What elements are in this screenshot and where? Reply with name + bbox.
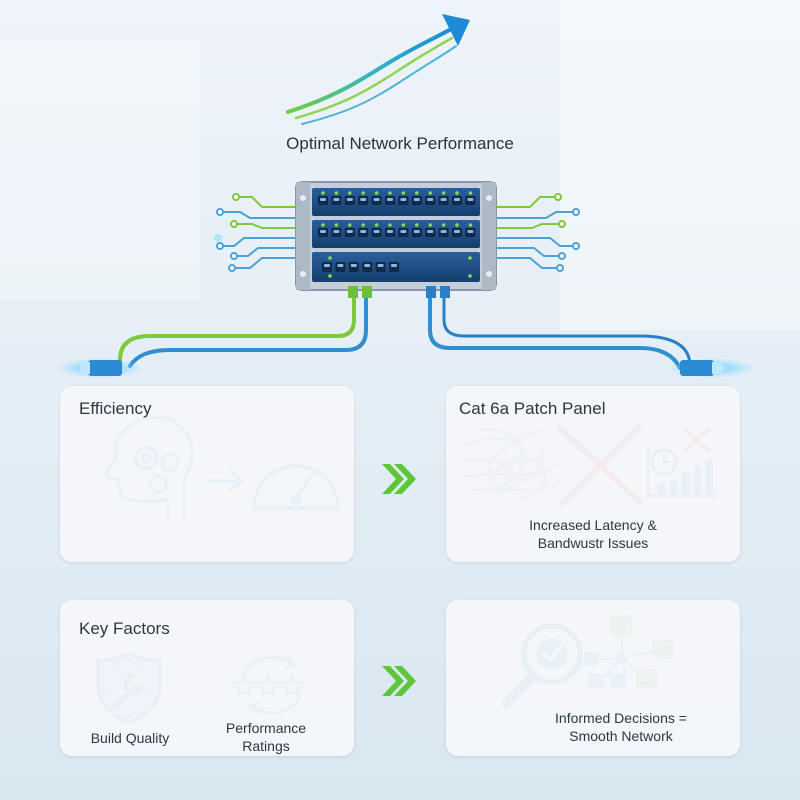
background-panel	[560, 0, 800, 330]
rj45-connector-right-icon	[668, 358, 756, 378]
card-title: Efficiency	[79, 399, 152, 418]
double-chevron-icon	[382, 666, 416, 696]
issue-caption: Increased Latency & Bandwustr Issues	[529, 517, 657, 551]
decisions-caption: Informed Decisions = Smooth Network	[555, 710, 687, 744]
efficiency-card: Efficiency	[60, 386, 354, 562]
page-title: Optimal Network Performance	[286, 134, 514, 153]
patch-panel-icon	[295, 181, 497, 291]
card-title: Key Factors	[79, 619, 170, 638]
circuit-traces-right-icon	[492, 193, 580, 272]
build-quality-label: Build Quality	[90, 730, 170, 746]
key-factors-card: Key Factors Build Quality Performance Ra…	[60, 600, 354, 756]
performance-ratings-label: Performance Ratings	[225, 720, 307, 754]
double-chevron-icon	[382, 464, 416, 494]
card-title: Cat 6a Patch Panel	[459, 399, 606, 418]
growth-arrow-icon	[286, 14, 470, 125]
background-panel	[0, 40, 200, 300]
patch-panel-card: Cat 6a Patch Panel Increased Latency & B…	[446, 386, 740, 562]
circuit-traces-left-icon	[213, 193, 300, 272]
rj45-connector-left-icon	[56, 358, 144, 378]
decisions-card: Informed Decisions = Smooth Network	[446, 600, 740, 756]
network-cables	[118, 286, 692, 370]
